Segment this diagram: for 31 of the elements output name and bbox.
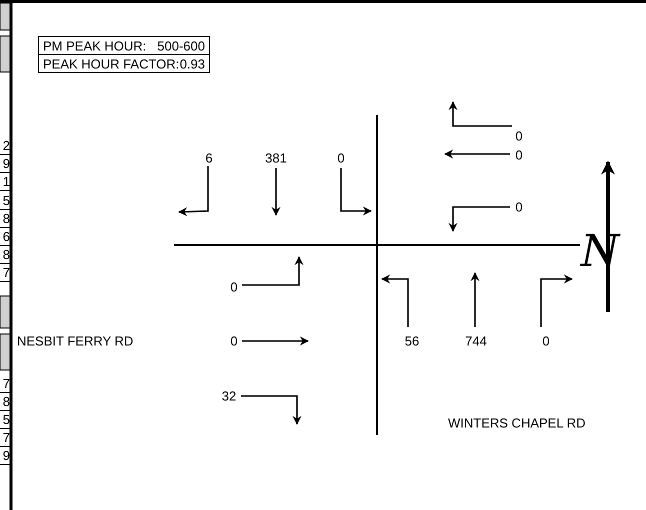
traffic-count: 56	[404, 334, 420, 348]
table-label: PM PEAK HOUR:	[43, 38, 146, 54]
table-value: 0.93	[180, 56, 205, 72]
table-cell: 8	[0, 210, 11, 228]
table-cell: 9	[0, 155, 11, 174]
table-cell: 7	[0, 375, 11, 393]
traffic-count: 744	[465, 334, 487, 348]
traffic-count: 0	[337, 150, 345, 166]
table-cell: 1	[0, 173, 11, 192]
street-name: NESBIT FERRY RD	[17, 334, 134, 348]
table-cell: 7	[0, 264, 11, 282]
traffic-count: 32	[222, 388, 236, 404]
traffic-count: 0	[515, 128, 523, 144]
table-cell: 7	[0, 429, 11, 447]
traffic-count: 0	[542, 334, 550, 348]
street-name: WINTERS CHAPEL RD	[448, 416, 586, 430]
table-cell: 5	[0, 411, 11, 429]
traffic-count: 6	[205, 150, 213, 166]
table-cell: 8	[0, 393, 11, 411]
traffic-count: 0	[515, 148, 523, 162]
table-cell: 6	[0, 228, 11, 246]
table-value: 500-600	[157, 38, 205, 54]
table-cell: 2	[0, 137, 11, 155]
traffic-count: 0	[515, 200, 523, 214]
table-cell: 9	[0, 447, 11, 465]
table-cell: 8	[0, 246, 11, 264]
traffic-count: 0	[230, 334, 238, 348]
table-cell: 5	[0, 192, 11, 210]
table-label: PEAK HOUR FACTOR:	[43, 56, 180, 72]
traffic-count: 0	[230, 280, 238, 294]
traffic-count: 381	[265, 150, 287, 166]
